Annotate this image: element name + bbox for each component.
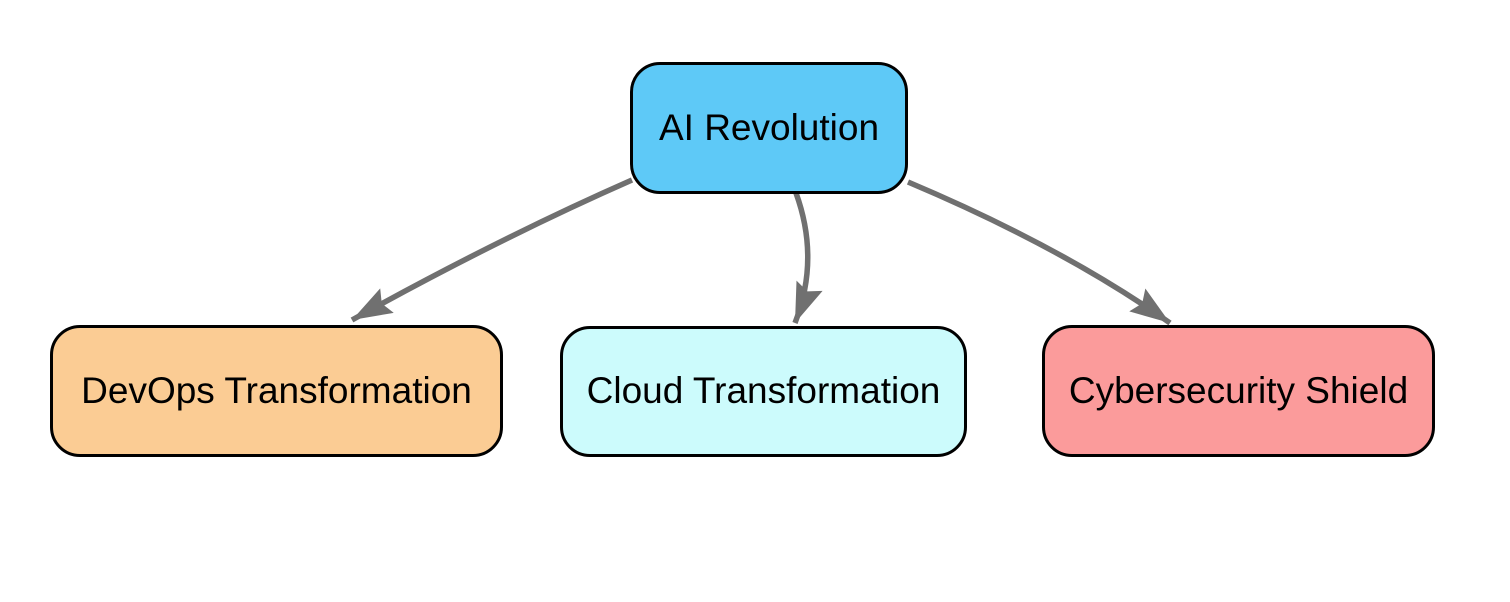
node-cybersecurity-shield: Cybersecurity Shield xyxy=(1042,325,1435,457)
node-ai-revolution: AI Revolution xyxy=(630,62,908,194)
node-cloud-transformation: Cloud Transformation xyxy=(560,326,967,457)
node-cybersecurity-shield-label: Cybersecurity Shield xyxy=(1068,369,1409,411)
node-cloud-transformation-label: Cloud Transformation xyxy=(586,370,941,412)
edge-root-to-cloud xyxy=(792,192,823,324)
node-devops-transformation-label: DevOps Transformation xyxy=(81,369,472,411)
edge-root-to-cyber xyxy=(906,179,1172,326)
node-ai-revolution-label: AI Revolution xyxy=(658,106,880,148)
node-devops-transformation: DevOps Transformation xyxy=(50,325,503,457)
edge-root-to-devops xyxy=(350,177,634,323)
